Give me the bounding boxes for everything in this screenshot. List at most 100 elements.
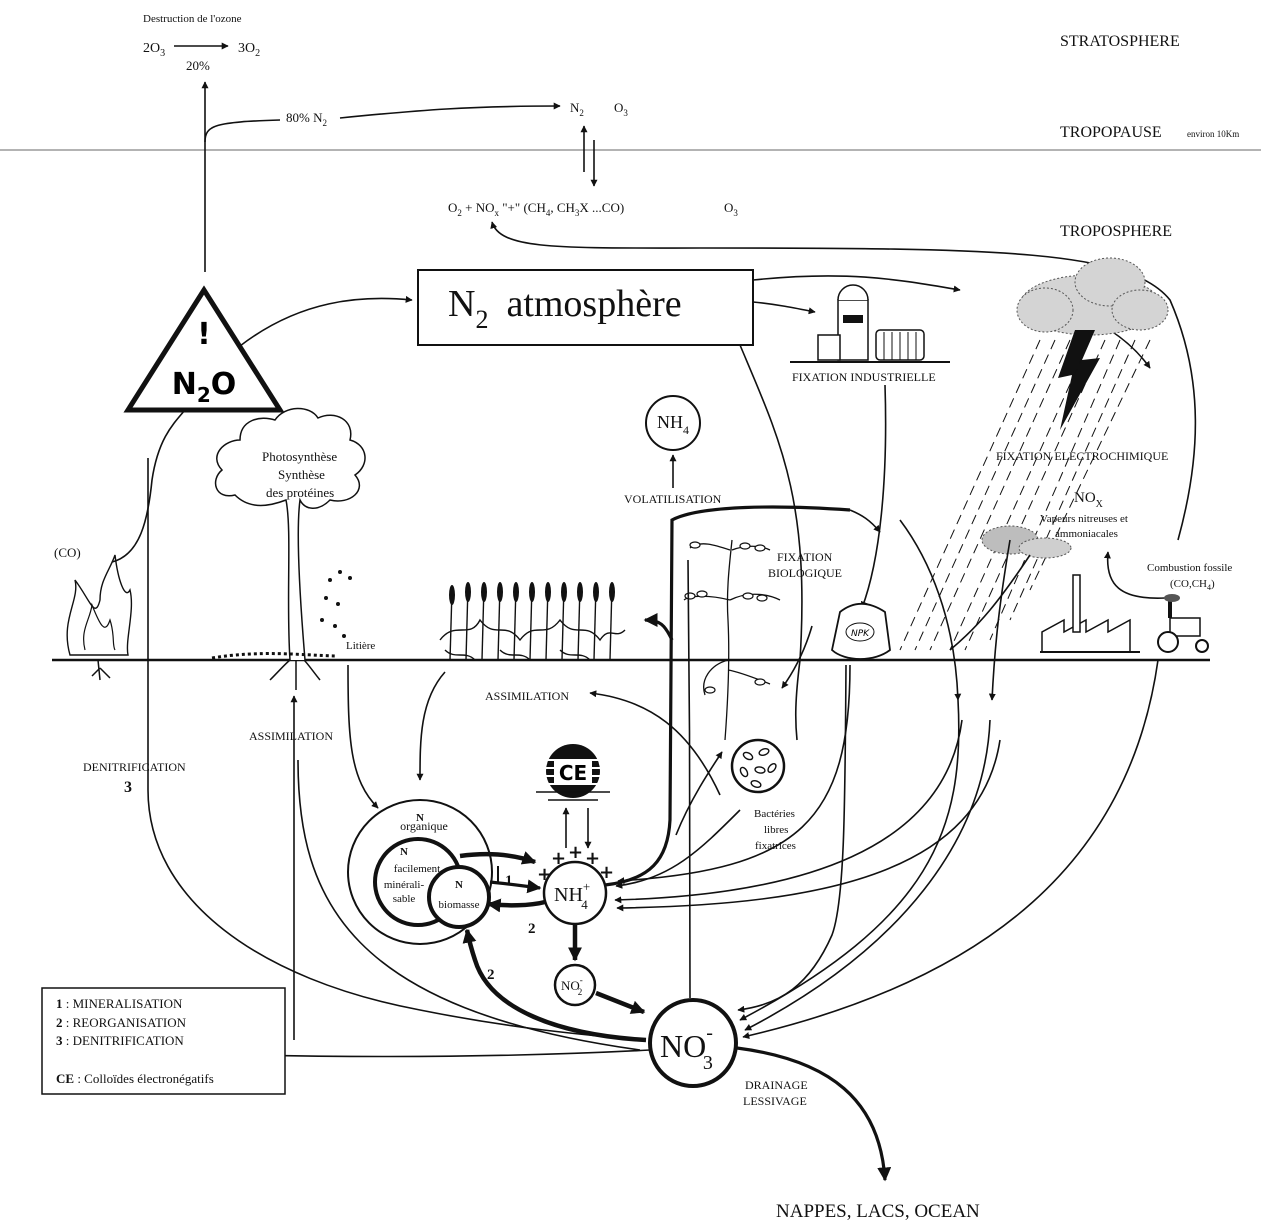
- litiere-to-norganique-arrow: [347, 664, 379, 809]
- litiere-label: Litière: [346, 640, 375, 652]
- n2o-to-n2-arrow: [239, 295, 413, 347]
- n-facilement-line2: minérali-: [384, 879, 425, 891]
- crops-to-norganique-arrow: [416, 671, 446, 781]
- no3-circle: [648, 998, 738, 1088]
- n2o-label: N2O: [172, 367, 237, 407]
- svg-text:+: +: [568, 842, 583, 863]
- tree-synthese: Synthèse: [278, 467, 325, 482]
- nox-deposition-arrow: [988, 539, 1011, 701]
- co-label: (CO): [54, 545, 81, 560]
- tropospheric-o3: O3: [724, 200, 738, 218]
- n-biomasse-n: N: [455, 879, 463, 891]
- n-biomasse-label: biomasse: [439, 899, 480, 911]
- tree-proteines: des protéines: [266, 485, 334, 500]
- fertilizer-to-nh4-arrow: [617, 664, 851, 885]
- assimilation-crops-arrow: [589, 690, 721, 796]
- legend-item-3: 3 : DENITRIFICATION: [56, 1033, 184, 1048]
- combustion-line1: Combustion fossile: [1147, 562, 1232, 574]
- ozone-product: 3O2: [238, 41, 260, 59]
- fixation-electrochimique-label: FIXATION ELECTROCHIMIQUE: [996, 449, 1168, 463]
- nh4-soil-label: NH+4: [554, 879, 590, 912]
- tractor-to-no3-arrow: [742, 659, 1159, 1039]
- destination-label: NAPPES, LACS, OCEAN: [776, 1201, 980, 1222]
- ce-symbol-label: CE: [559, 761, 587, 785]
- nox-smoke-line: [949, 554, 1031, 651]
- fire-icon: [66, 554, 133, 681]
- no2-circle: [553, 963, 597, 1007]
- bacteria-icon: [739, 748, 777, 788]
- n-facilement-line1: facilement: [394, 863, 440, 875]
- no3-label: NO-3: [660, 1022, 713, 1074]
- falling-leaves-icon: [320, 570, 352, 638]
- bacteria-line1: Bactéries: [754, 808, 795, 820]
- volatilisation-to-rain-arrow: [849, 509, 881, 533]
- svg-text:+: +: [585, 848, 600, 869]
- legend-box: [41, 987, 286, 1095]
- tree-photosynthese: Photosynthèse: [262, 449, 337, 464]
- crop-assimilation-line: [687, 559, 691, 999]
- fixation-biologique-line2: BIOLOGIQUE: [768, 566, 842, 580]
- bacteria-line2: libres: [764, 824, 788, 836]
- denitrification-line: [147, 458, 641, 1041]
- nh4-volatilisation-path: [604, 505, 851, 887]
- n2-to-bacteria-line: [739, 344, 803, 741]
- lightning-bolt-icon: [1058, 330, 1100, 430]
- n-biomasse-circle: [427, 865, 491, 929]
- legume-leaves-icon: [684, 541, 768, 694]
- n-organique-label: organique: [400, 819, 448, 833]
- nox-label: NOX: [1074, 490, 1104, 510]
- combustion-to-nox-arrow: [1103, 551, 1166, 599]
- troposphere-label: TROPOSPHERE: [1060, 223, 1172, 240]
- tropospheric-reaction: O2 + NOx "+" (CH4, CH3X ...CO): [448, 200, 624, 218]
- n2-flux-label: 80% N2: [286, 110, 327, 128]
- ozone-destruction-title: Destruction de l'ozone: [143, 13, 242, 25]
- n2o-warning-triangle: [123, 285, 285, 413]
- deposition-to-no3-arrow: [739, 699, 960, 1021]
- tractor-icon: [1157, 594, 1209, 653]
- mineralisation-arrow-lower: [489, 879, 542, 894]
- ce-colloid-icon: [536, 744, 610, 801]
- tropopause-altitude-note: environ 10Km: [1187, 129, 1239, 139]
- fertilizer-bag-icon: [831, 602, 891, 660]
- rain-lines: [899, 339, 1151, 651]
- bacteria-to-nh4-arrow: [615, 809, 741, 889]
- nox-line2: ammoniacales: [1055, 528, 1118, 540]
- combustion-line2: (CO,CH4): [1170, 578, 1215, 592]
- nh4-soil-circle: [542, 860, 608, 926]
- drainage-line1: DRAINAGE: [745, 1078, 808, 1092]
- nitrification-arrow-2: [595, 990, 646, 1015]
- legend-item-ce: CE : Colloïdes électronégatifs: [56, 1071, 214, 1086]
- fire-to-n2o-line: [111, 409, 186, 563]
- industrial-plant-icon: [790, 284, 950, 363]
- nox-to-nh4-arrow: [616, 739, 1001, 912]
- nox-to-no3-arrow: [744, 719, 991, 1031]
- fixation-biologique-arrow: [781, 625, 813, 689]
- drainage-arrow: [736, 1046, 892, 1182]
- no2-label: NO-2: [561, 975, 583, 997]
- nh4-to-crops-arrow: [643, 613, 674, 641]
- tree-icon: [211, 407, 366, 690]
- ozone-reactant: 2O3: [143, 41, 165, 59]
- volatilisation-deposition-arrow: [899, 519, 962, 701]
- n2-to-industry-arrow: [752, 301, 816, 315]
- factory-icon: [1040, 574, 1140, 653]
- process-number-2b: 2: [487, 967, 495, 983]
- storm-cloud-icon: [1016, 257, 1169, 336]
- process-number-1: 1: [505, 873, 513, 889]
- mineralisation-arrow-upper: [459, 851, 537, 865]
- nh4-gas-label: NH4: [657, 412, 689, 437]
- n2-flux-branch: [204, 119, 281, 143]
- ozone-percent: 20%: [186, 58, 210, 73]
- n-facilement-n: N: [400, 846, 408, 858]
- n2-atmosphere-box: [417, 269, 754, 346]
- crop-ears-icon: [449, 582, 615, 605]
- assimilation-tree-label: ASSIMILATION: [249, 729, 333, 743]
- no3-to-biomasse-arrow: [462, 928, 647, 1043]
- tropopause-label: TROPOPAUSE: [1060, 124, 1162, 141]
- process-number-2a: 2: [528, 921, 536, 937]
- denitrification-label: DENITRIFICATION: [83, 760, 186, 774]
- n2-to-cloud-arrow: [752, 275, 961, 293]
- npk-label: NPK: [851, 629, 870, 639]
- warning-mark-icon: !: [197, 317, 211, 352]
